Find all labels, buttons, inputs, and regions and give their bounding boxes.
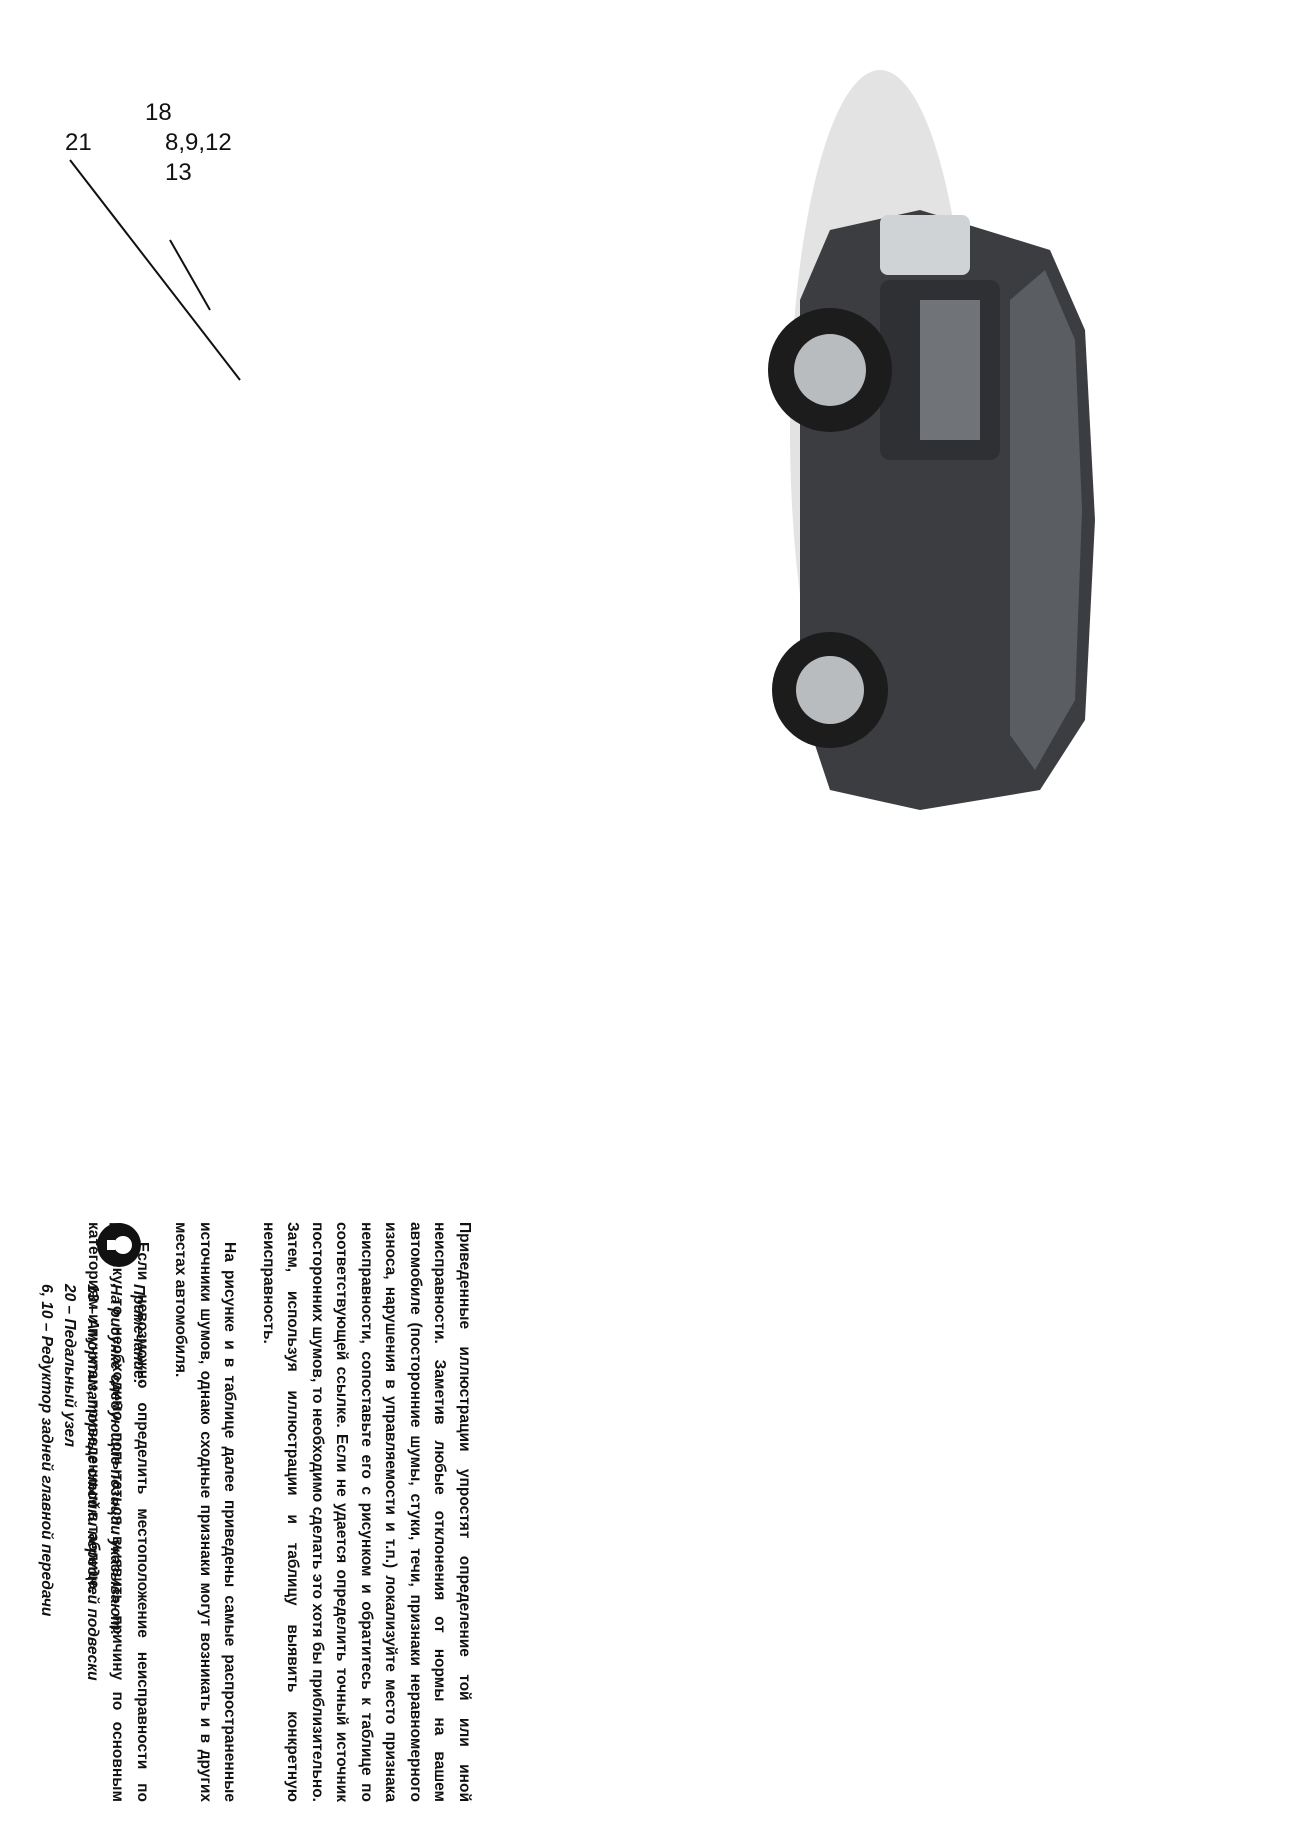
- front-view-photo: [600, 0, 1300, 900]
- callout-front-8-9-12: 8,9,12: [165, 129, 232, 156]
- front-view-callouts: 18 21 13 8,9,12: [65, 99, 241, 381]
- note-block: Примечание: На рисунке следующие позиции…: [30, 1222, 150, 1802]
- note-item: 6, 10 – Редуктор задней главной передачи: [38, 1284, 55, 1617]
- note-intro: На рисунке следующие позиции указывают:: [107, 1284, 124, 1636]
- callout-front-21: 21: [65, 129, 92, 156]
- callout-front-13: 13: [165, 159, 192, 186]
- callout-front-18: 18: [145, 99, 172, 126]
- paragraph-1: Приведенные иллюстрации упростят определ…: [260, 1222, 473, 1802]
- paragraph-2: На рисунке и в таблице далее приведены с…: [172, 1222, 239, 1802]
- note-item: 13 – Амортизаторные стойки передней подв…: [84, 1284, 101, 1681]
- lightbulb-icon: [97, 1223, 141, 1267]
- note-item: 20 – Педальный узел: [61, 1284, 78, 1448]
- note-title: Примечание:: [130, 1284, 147, 1385]
